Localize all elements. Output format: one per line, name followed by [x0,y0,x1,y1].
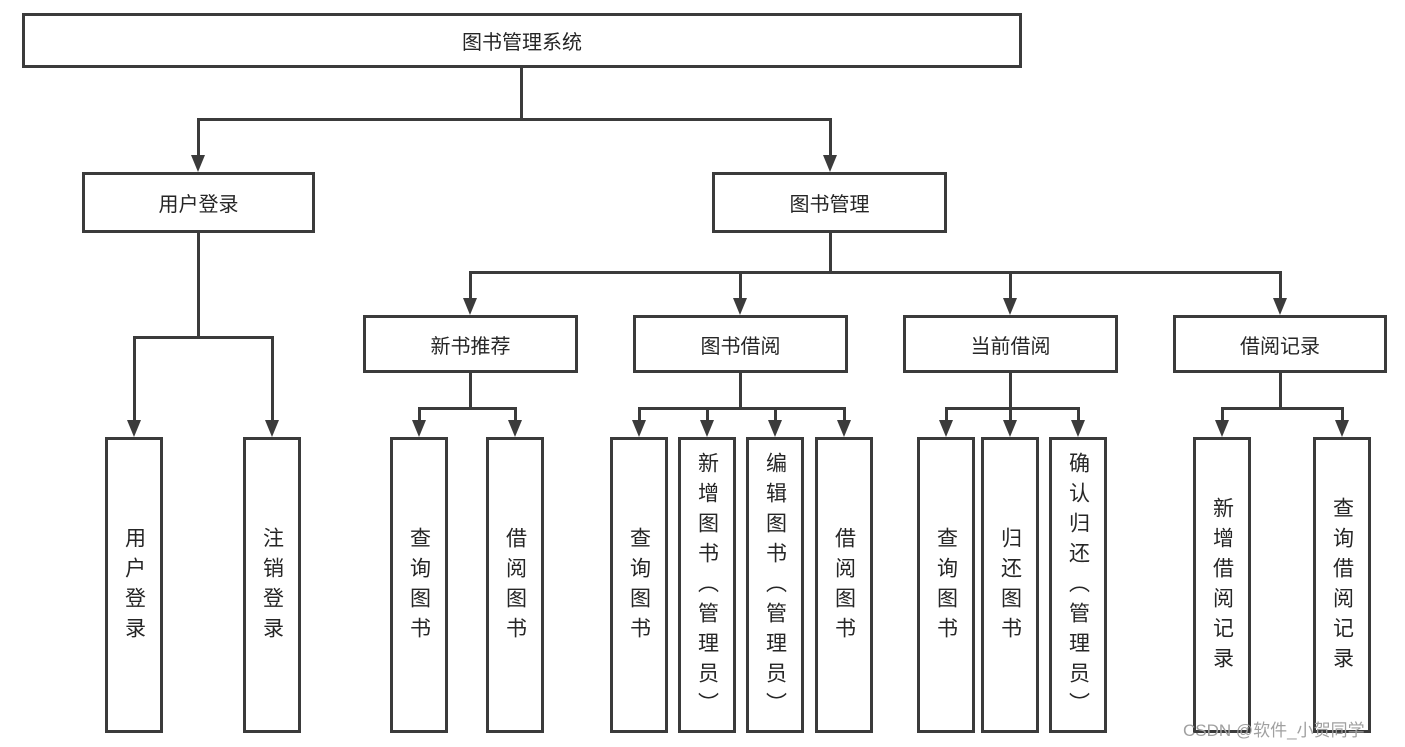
arrow-down-icon [733,298,747,315]
connector-line [706,407,709,421]
connector-line [133,336,274,339]
connector-line [1221,407,1344,410]
connector-line [843,407,846,421]
connector-line [829,233,832,271]
node-book-borrowing: 图书借阅 [633,315,848,373]
arrow-down-icon [127,420,141,437]
arrow-down-icon [191,155,205,172]
node-library-management-system: 图书管理系统 [22,13,1022,68]
connector-line [469,271,472,299]
leaf-confirm-return-admin: 确认归还（管理员） [1049,437,1107,733]
node-user-login: 用户登录 [82,172,315,233]
arrow-down-icon [939,420,953,437]
connector-line [197,118,200,156]
arrow-down-icon [412,420,426,437]
connector-line [520,68,523,118]
arrow-down-icon [463,298,477,315]
connector-line [1009,373,1012,407]
leaf-query-books-borrowing: 查询图书 [610,437,668,733]
connector-line [1341,407,1344,421]
arrow-down-icon [768,420,782,437]
connector-line [197,118,832,121]
leaf-borrow-books-borrowing: 借阅图书 [815,437,873,733]
connector-line [739,271,742,299]
arrow-down-icon [1273,298,1287,315]
arrow-down-icon [1335,420,1349,437]
arrow-down-icon [823,155,837,172]
arrow-down-icon [1215,420,1229,437]
node-current-borrowing: 当前借阅 [903,315,1118,373]
leaf-query-borrow-record: 查询借阅记录 [1313,437,1371,733]
connector-line [469,271,1282,274]
arrow-down-icon [1071,420,1085,437]
leaf-logout-login: 注销登录 [243,437,301,733]
connector-line [1077,407,1080,421]
leaf-user-login: 用户登录 [105,437,163,733]
connector-line [1279,373,1282,407]
arrow-down-icon [632,420,646,437]
connector-line [1279,271,1282,299]
connector-line [418,407,517,410]
connector-line [1009,407,1012,421]
csdn-watermark: CSDN @软件_小贺同学 [1183,721,1365,740]
connector-line [829,118,832,156]
leaf-query-books-recommend: 查询图书 [390,437,448,733]
leaf-add-borrow-record: 新增借阅记录 [1193,437,1251,733]
connector-line [133,336,136,421]
arrow-down-icon [1003,298,1017,315]
arrow-down-icon [837,420,851,437]
leaf-return-books: 归还图书 [981,437,1039,733]
connector-line [739,373,742,407]
connector-line [271,336,274,421]
connector-line [638,407,846,410]
arrow-down-icon [508,420,522,437]
connector-line [774,407,777,421]
node-book-management: 图书管理 [712,172,947,233]
connector-line [197,233,200,336]
leaf-borrow-books-recommend: 借阅图书 [486,437,544,733]
leaf-add-books-admin: 新增图书（管理员） [678,437,736,733]
node-borrowing-records: 借阅记录 [1173,315,1387,373]
connector-line [1221,407,1224,421]
connector-line [945,407,1080,410]
arrow-down-icon [265,420,279,437]
leaf-query-books-current: 查询图书 [917,437,975,733]
connector-line [945,407,948,421]
connector-line [469,373,472,407]
node-new-book-recommendation: 新书推荐 [363,315,578,373]
arrow-down-icon [700,420,714,437]
arrow-down-icon [1003,420,1017,437]
connector-line [1009,271,1012,299]
connector-line [418,407,421,421]
connector-line [514,407,517,421]
connector-line [638,407,641,421]
leaf-edit-books-admin: 编辑图书（管理员） [746,437,804,733]
